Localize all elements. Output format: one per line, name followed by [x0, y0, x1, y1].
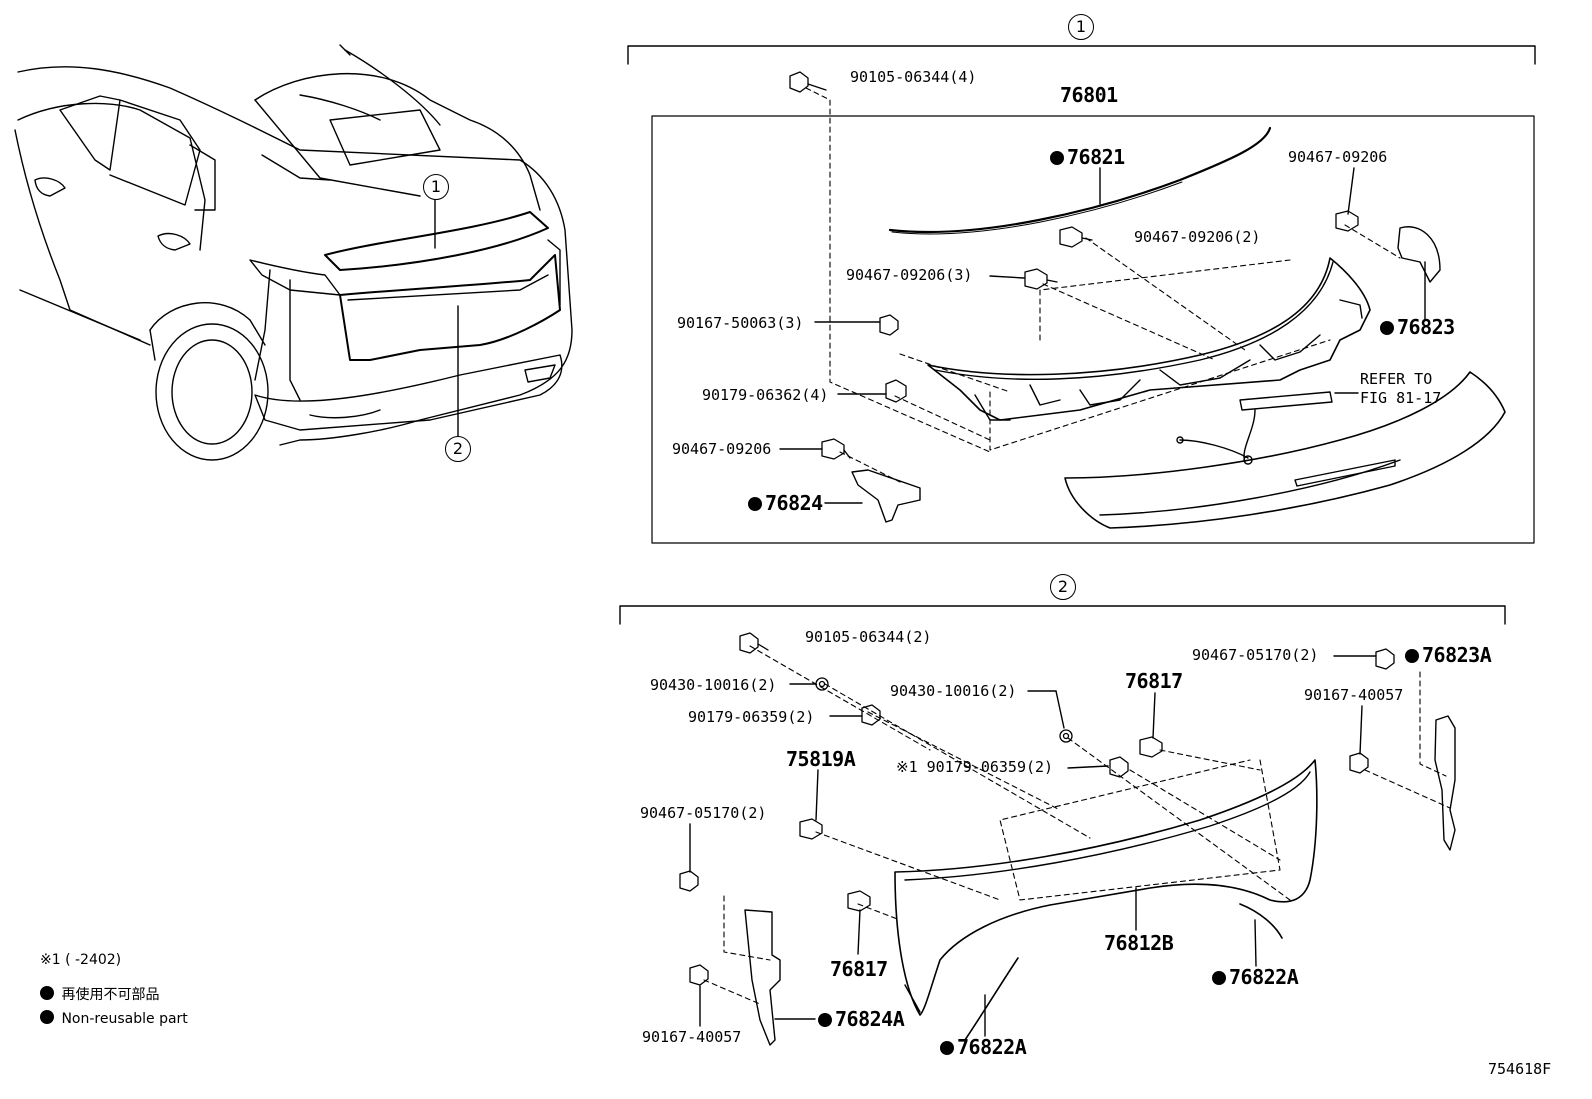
section-1-number: 1	[1068, 14, 1094, 40]
bracket-76823A	[1434, 715, 1456, 851]
legend-jp: 再使用不可部品	[40, 984, 159, 1004]
section-2-guides	[703, 645, 1451, 1005]
part-label-76812B[interactable]: 76812B	[1104, 931, 1174, 955]
spoiler-cover	[1064, 371, 1506, 529]
section-1-bracket	[627, 45, 1536, 65]
vehicle-rear-illustration	[14, 44, 573, 461]
part-label-76823A[interactable]: 76823A	[1405, 643, 1492, 667]
legend-jp-text: 再使用不可部品	[61, 987, 160, 1003]
legend-en: Non-reusable part	[40, 1010, 188, 1027]
figure-id: 754618F	[1488, 1060, 1552, 1078]
part-label-90167-50063-3[interactable]: 90167-50063(3)	[677, 314, 804, 332]
part-number-text: 76823A	[1422, 643, 1492, 667]
part-label-90179-06359-2-center[interactable]: ※1 90179-06359(2)	[896, 758, 1054, 776]
non-reusable-dot-icon	[1050, 151, 1064, 165]
part-number-text: 76821	[1067, 145, 1125, 169]
part-label-76821[interactable]: 76821	[1050, 146, 1125, 168]
leaders-section-1	[779, 167, 1355, 504]
bracket-76824	[851, 469, 921, 523]
section-1-frame	[651, 115, 1535, 544]
part-label-90167-40057-left[interactable]: 90167-40057	[642, 1028, 742, 1046]
part-label-76801[interactable]: 76801	[1060, 83, 1118, 107]
part-label-90430-10016-2-center[interactable]: 90430-10016(2)	[890, 682, 1017, 700]
non-reusable-dot-icon	[40, 986, 54, 1000]
part-label-75819A[interactable]: 75819A	[786, 747, 856, 771]
part-number-text: 76822A	[957, 1035, 1027, 1059]
section-2-bracket	[619, 605, 1506, 625]
part-label-90467-09206-3[interactable]: 90467-09206(3)	[846, 266, 973, 284]
strip-76822A-left	[964, 957, 1019, 1041]
bracket-76824A	[744, 909, 781, 1046]
legend-en-text: Non-reusable part	[61, 1011, 188, 1027]
part-number-text: 76823	[1397, 315, 1455, 339]
part-label-90167-40057-right[interactable]: 90167-40057	[1304, 686, 1404, 704]
non-reusable-dot-icon	[818, 1013, 832, 1027]
part-number-text: 76822A	[1229, 965, 1299, 989]
clips-section-2	[679, 632, 1395, 986]
part-label-90179-06362-4[interactable]: 90179-06362(4)	[702, 386, 829, 404]
bracket-76823	[1397, 226, 1441, 283]
callout-number-1[interactable]: 1	[423, 174, 449, 200]
molding-76821	[888, 126, 1272, 234]
refer-to-fig-link[interactable]: REFER TO FIG 81-17	[1360, 370, 1442, 407]
part-label-90430-10016-2-left[interactable]: 90430-10016(2)	[650, 676, 777, 694]
non-reusable-dot-icon	[940, 1041, 954, 1055]
part-label-90467-05170-2-left[interactable]: 90467-05170(2)	[640, 804, 767, 822]
part-number-text: 76824	[765, 491, 823, 515]
part-label-76823[interactable]: 76823	[1380, 316, 1455, 338]
part-label-76817-top[interactable]: 76817	[1125, 669, 1183, 693]
high-mount-stop-lamp	[1176, 391, 1333, 465]
spoiler-assembly-76801	[927, 257, 1371, 421]
part-label-76817-bottom[interactable]: 76817	[830, 957, 888, 981]
part-label-76822A-left[interactable]: 76822A	[940, 1035, 1027, 1059]
part-label-76824[interactable]: 76824	[748, 492, 823, 514]
non-reusable-dot-icon	[748, 497, 762, 511]
non-reusable-dot-icon	[1380, 321, 1394, 335]
back-door-garnish-76812B	[894, 759, 1318, 1016]
part-label-90105-06344-2[interactable]: 90105-06344(2)	[805, 628, 932, 646]
section-2-number: 2	[1050, 574, 1076, 600]
strip-76822A-right	[1239, 903, 1283, 939]
leaders-section-2	[689, 655, 1377, 1037]
note-footnote-1: ※1 ( -2402)	[40, 952, 122, 968]
part-label-76824A[interactable]: 76824A	[818, 1007, 905, 1031]
non-reusable-dot-icon	[40, 1010, 54, 1024]
part-label-90467-09206-2[interactable]: 90467-09206(2)	[1134, 228, 1261, 246]
callout-number-2[interactable]: 2	[445, 436, 471, 462]
part-label-90179-06359-2-left[interactable]: 90179-06359(2)	[688, 708, 815, 726]
part-label-90467-09206-a[interactable]: 90467-09206	[1288, 148, 1388, 166]
part-label-90467-09206-d[interactable]: 90467-09206	[672, 440, 772, 458]
clips-section-1	[789, 71, 1359, 460]
non-reusable-dot-icon	[1212, 971, 1226, 985]
part-number-text: 76824A	[835, 1007, 905, 1031]
non-reusable-dot-icon	[1405, 649, 1419, 663]
part-label-90105-06344-4[interactable]: 90105-06344(4)	[850, 68, 977, 86]
part-label-90467-05170-2-right[interactable]: 90467-05170(2)	[1192, 646, 1319, 664]
part-label-76822A-right[interactable]: 76822A	[1212, 965, 1299, 989]
